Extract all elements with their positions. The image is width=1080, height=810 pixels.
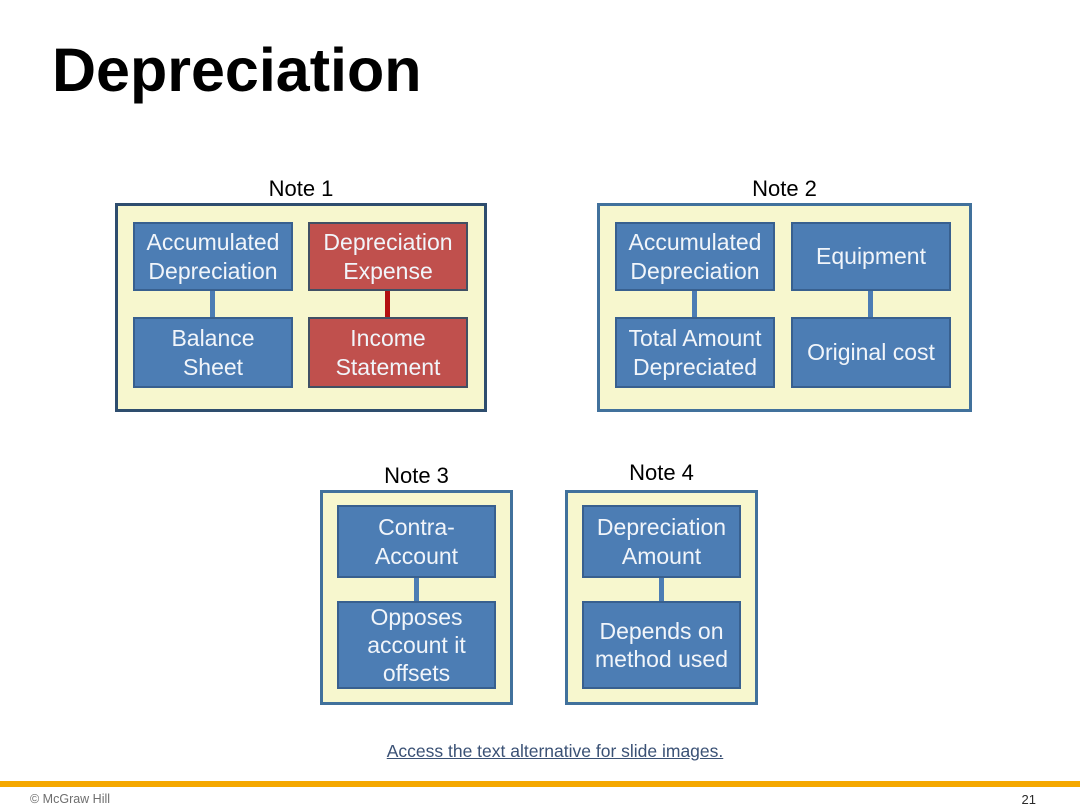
note1-label: Note 1	[268, 176, 334, 201]
text-alternative-link[interactable]: Access the text alternative for slide im…	[386, 741, 724, 761]
connector-line	[210, 291, 215, 317]
note4-column: Depreciation Amount Depends on method us…	[582, 493, 741, 702]
diagram-box: Accumulated Depreciation	[615, 222, 775, 291]
note4-panel: Depreciation Amount Depends on method us…	[565, 490, 758, 705]
diagram-box: Opposes account it offsets	[337, 601, 496, 689]
diagram-box: Accumulated Depreciation	[133, 222, 293, 291]
diagram-box: Income Statement	[308, 317, 468, 388]
diagram-box: Original cost	[791, 317, 951, 388]
note1-panel: Accumulated Depreciation Balance Sheet D…	[115, 203, 487, 412]
diagram-box: Total Amount Depreciated	[615, 317, 775, 388]
note3-label: Note 3	[384, 463, 449, 488]
diagram-box: Depends on method used	[582, 601, 741, 689]
note2-column-left: Accumulated Depreciation Total Amount De…	[615, 206, 775, 409]
note3-column: Contra- Account Opposes account it offse…	[337, 493, 496, 702]
note2-panel: Accumulated Depreciation Total Amount De…	[597, 203, 972, 412]
diagram-box: Balance Sheet	[133, 317, 293, 388]
note1-column-right: Depreciation Expense Income Statement	[308, 206, 468, 409]
note1-column-left: Accumulated Depreciation Balance Sheet	[133, 206, 293, 409]
connector-line	[868, 291, 873, 317]
connector-line	[659, 578, 664, 601]
connector-line	[385, 291, 390, 317]
note3-panel: Contra- Account Opposes account it offse…	[320, 490, 513, 705]
note2-column-right: Equipment Original cost	[791, 206, 951, 409]
page-number: 21	[1021, 792, 1036, 807]
diagram-box: Contra- Account	[337, 505, 496, 578]
note2-label: Note 2	[752, 176, 817, 201]
connector-line	[692, 291, 697, 317]
diagram-box: Depreciation Amount	[582, 505, 741, 578]
copyright-text: © McGraw Hill	[30, 792, 111, 806]
alt-link-container: Access the text alternative for slide im…	[30, 741, 1080, 762]
diagram-box: Depreciation Expense	[308, 222, 468, 291]
note4-label: Note 4	[629, 460, 694, 485]
diagram-box: Equipment	[791, 222, 951, 291]
connector-line	[414, 578, 419, 601]
slide-title: Depreciation	[52, 36, 422, 104]
footer-accent-bar	[0, 781, 1080, 787]
